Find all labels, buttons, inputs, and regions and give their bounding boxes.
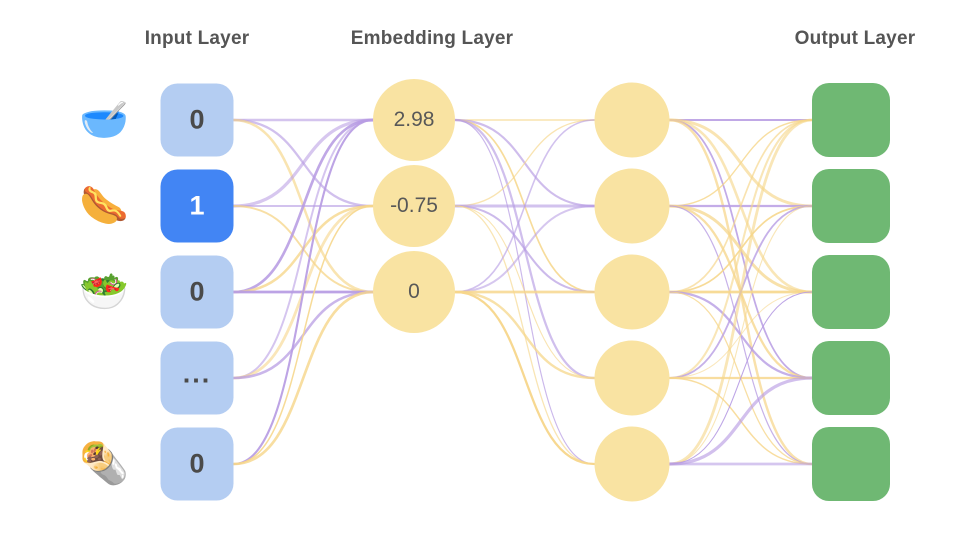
- output-node-3[interactable]: [812, 255, 890, 329]
- connection-edge: [454, 119, 596, 293]
- output-node-2[interactable]: [812, 169, 890, 243]
- stew-bowl-icon: 🥣: [79, 98, 129, 142]
- input-node-2[interactable]: 1: [160, 169, 234, 243]
- connection-edge: [668, 291, 813, 465]
- hidden-node-1[interactable]: [594, 82, 670, 158]
- connection-edge: [232, 205, 374, 465]
- connection-edge: [453, 290, 596, 466]
- connection-edge: [668, 118, 814, 466]
- output-node-4[interactable]: [812, 341, 890, 415]
- input-node-3[interactable]: 0: [160, 255, 234, 329]
- output-node-1[interactable]: [812, 83, 890, 157]
- connection-edge: [232, 118, 375, 294]
- connection-edge: [668, 119, 813, 293]
- hidden-node-4[interactable]: [594, 340, 670, 416]
- connection-edge: [668, 119, 813, 207]
- embedding-node-1[interactable]: 2.98: [373, 79, 455, 161]
- connection-edge: [668, 118, 814, 380]
- connection-edge: [453, 290, 596, 380]
- connection-edge: [454, 119, 596, 207]
- hidden-node-3[interactable]: [594, 254, 670, 330]
- connection-edge: [232, 119, 374, 379]
- input-node-4[interactable]: ...: [160, 341, 234, 415]
- input-node-5[interactable]: 0: [160, 427, 234, 501]
- hot-dog-icon: 🌭: [79, 184, 129, 228]
- output-layer-title: Output Layer: [794, 28, 916, 49]
- embedding-layer-title: Embedding Layer: [350, 28, 514, 49]
- green-salad-icon: 🥗: [79, 270, 129, 314]
- connection-edge: [232, 118, 375, 466]
- hidden-node-5[interactable]: [594, 426, 670, 502]
- embedding-node-2[interactable]: -0.75: [373, 165, 455, 247]
- input-layer-title: Input Layer: [144, 28, 250, 49]
- input-node-1[interactable]: 0: [160, 83, 234, 157]
- connection-edge: [231, 118, 375, 208]
- output-node-5[interactable]: [812, 427, 890, 501]
- burrito-icon: 🌯: [79, 442, 129, 486]
- hidden-node-2[interactable]: [594, 168, 670, 244]
- connection-edge: [232, 290, 375, 466]
- connection-edge: [668, 205, 813, 465]
- connection-edge: [667, 376, 814, 466]
- embedding-node-3[interactable]: 0: [373, 251, 455, 333]
- connection-edge: [453, 204, 596, 294]
